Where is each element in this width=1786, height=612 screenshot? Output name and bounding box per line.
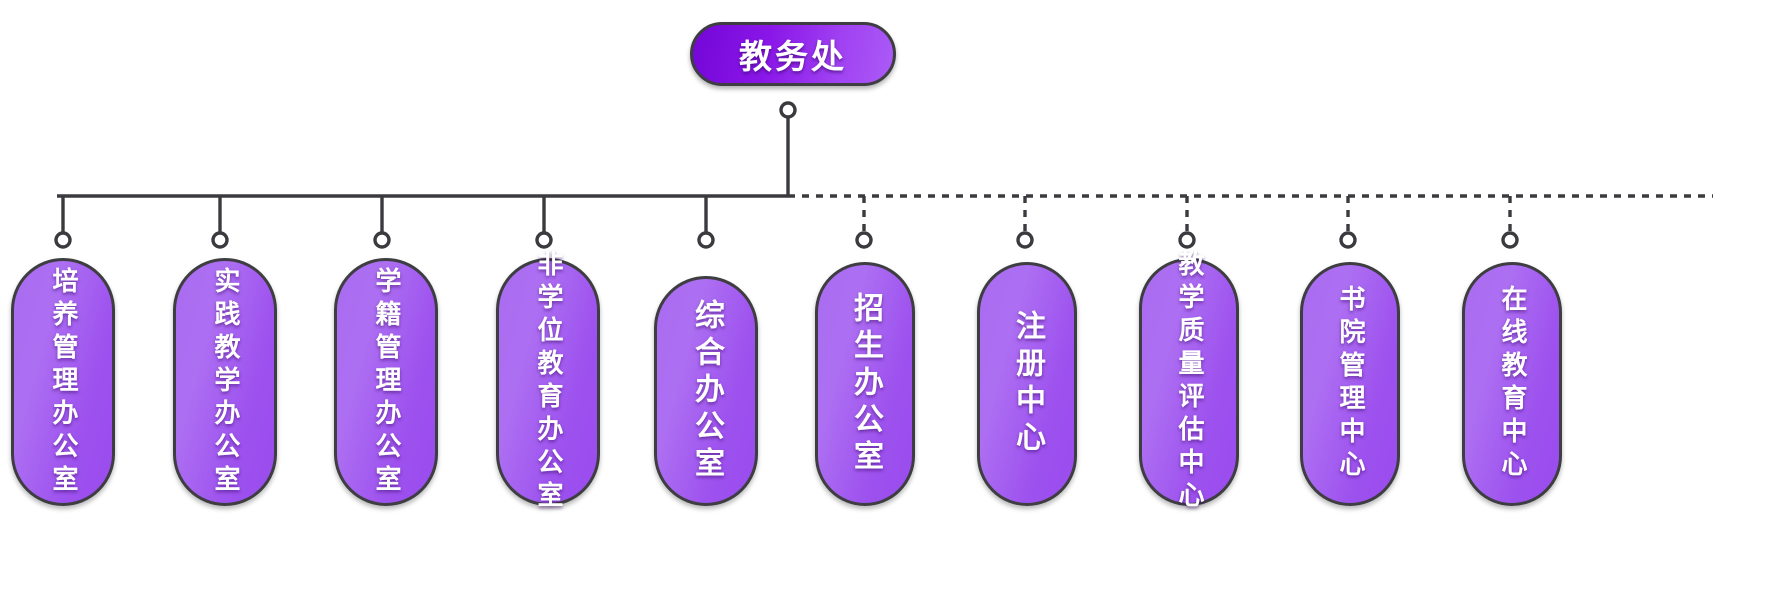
child-port-circle-8 xyxy=(1178,231,1196,249)
root-node-label: 教务处 xyxy=(739,37,847,76)
child-node-5[interactable]: 综合办公室 xyxy=(654,276,758,506)
child-node-9[interactable]: 书院管理中心 xyxy=(1300,262,1400,506)
child-port-circle-10 xyxy=(1501,231,1519,249)
child-node-label: 培养管理办公室 xyxy=(48,266,78,498)
child-node-1[interactable]: 培养管理办公室 xyxy=(11,258,115,506)
child-port-circle-9 xyxy=(1339,231,1357,249)
child-node-7[interactable]: 注册中心 xyxy=(977,262,1077,506)
child-port-circle-4 xyxy=(535,231,553,249)
child-node-8[interactable]: 教学质量评估中心 xyxy=(1139,250,1239,514)
child-port-circle-7 xyxy=(1016,231,1034,249)
root-node[interactable]: 教务处 xyxy=(690,22,896,86)
child-node-label: 综合办公室 xyxy=(689,298,724,484)
child-node-label: 学籍管理办公室 xyxy=(371,266,401,498)
child-port-circle-3 xyxy=(373,231,391,249)
child-node-10[interactable]: 在线教育中心 xyxy=(1462,262,1562,506)
child-node-label: 教学质量评估中心 xyxy=(1174,250,1204,514)
child-node-3[interactable]: 学籍管理办公室 xyxy=(334,258,438,506)
child-node-4[interactable]: 非学位教育办公室 xyxy=(496,250,600,514)
child-node-label: 非学位教育办公室 xyxy=(533,250,563,514)
child-node-label: 招生办公室 xyxy=(848,291,883,477)
child-port-circle-5 xyxy=(697,231,715,249)
child-node-label: 在线教育中心 xyxy=(1497,285,1527,483)
child-node-label: 书院管理中心 xyxy=(1335,285,1365,483)
child-node-2[interactable]: 实践教学办公室 xyxy=(173,258,277,506)
root-port-circle xyxy=(779,101,797,119)
child-port-circle-6 xyxy=(855,231,873,249)
child-port-circle-1 xyxy=(54,231,72,249)
child-node-label: 注册中心 xyxy=(1010,310,1045,458)
child-node-label: 实践教学办公室 xyxy=(210,266,240,498)
child-node-6[interactable]: 招生办公室 xyxy=(815,262,915,506)
child-port-circle-2 xyxy=(211,231,229,249)
